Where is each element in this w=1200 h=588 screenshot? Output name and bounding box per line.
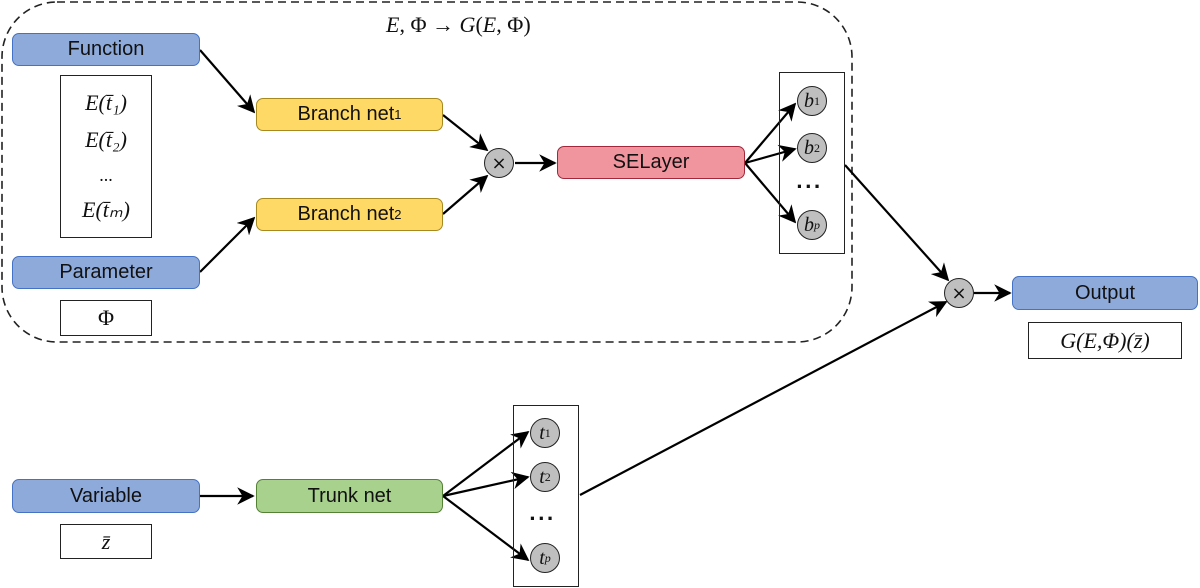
multiply-icon: ×	[491, 152, 507, 174]
caption-arrow: →	[426, 12, 460, 37]
multiply-node-branch: ×	[484, 148, 514, 178]
function-sample-ellipsis: ...	[99, 165, 113, 186]
caption-sep2: ,	[496, 12, 508, 37]
t1-symbol: t	[539, 421, 545, 444]
arrow-selayer-to-b1	[744, 102, 797, 164]
caption-paren-close: )	[523, 12, 531, 37]
t2-sub: 2	[544, 469, 551, 484]
output-label: Output	[1074, 281, 1136, 304]
branch-net-1-sub: 1	[394, 107, 402, 122]
caption-g: G	[459, 12, 476, 37]
caption-e2: E	[482, 12, 497, 37]
b2-symbol: b	[804, 136, 814, 159]
parameter-input-box[interactable]: Parameter	[12, 256, 200, 289]
branch-net-2-sub: 2	[394, 207, 402, 222]
arrow-t-column-to-output-multiply	[579, 301, 948, 496]
arrow-branch2-to-multiply	[442, 174, 489, 215]
branch-output-column	[779, 72, 845, 254]
selayer-label: SELayer	[612, 151, 690, 173]
arrow-b-column-to-output-multiply	[844, 164, 950, 282]
tp-symbol: t	[539, 546, 545, 569]
trunk-output-column	[513, 405, 579, 587]
tp-sub: p	[544, 550, 551, 565]
caption-paren-open: (	[475, 12, 483, 37]
arrow-selayer-to-bp	[744, 162, 797, 224]
multiply-icon-output: ×	[951, 282, 967, 304]
b1-symbol: b	[804, 89, 814, 112]
arrow-branch1-to-multiply	[442, 114, 489, 152]
output-box[interactable]: Output	[1012, 276, 1198, 310]
trunk-net-box[interactable]: Trunk net	[256, 479, 443, 513]
branch-output-ellipsis: ...	[796, 172, 823, 193]
branch-net-2-label: Branch net	[297, 203, 395, 225]
arrow-selayer-to-b2	[744, 144, 797, 165]
function-sample-1: E(t̄₁)	[85, 89, 127, 115]
multiply-node-output: ×	[944, 278, 974, 308]
arrow-function-to-branch1	[199, 49, 256, 114]
trunk-output-ellipsis: ...	[529, 504, 556, 525]
branch-net-1-label: Branch net	[297, 103, 395, 125]
t2-symbol: t	[539, 465, 545, 488]
function-sample-2: E(t̄₂)	[85, 126, 127, 152]
variable-value-box: z̄	[60, 524, 152, 559]
output-formula-box: G(E,Φ)(z̄)	[1028, 322, 1182, 359]
caption-e: E	[386, 12, 400, 37]
parameter-value: Φ	[97, 305, 115, 330]
arrow-parameter-to-branch2	[199, 216, 256, 273]
caption-phi2: Φ	[507, 12, 524, 37]
variable-label: Variable	[70, 484, 142, 507]
variable-input-box[interactable]: Variable	[12, 479, 200, 513]
parameter-value-box: Φ	[60, 300, 152, 336]
function-input-box[interactable]: Function	[12, 33, 200, 66]
caption-phi: Φ	[410, 12, 427, 37]
selayer-box[interactable]: SELayer	[557, 146, 745, 179]
bp-symbol: b	[804, 213, 814, 236]
group-caption: E, Φ → G(E, Φ)	[386, 12, 531, 38]
b1-sub: 1	[814, 93, 820, 108]
output-formula: G(E,Φ)(z̄)	[1060, 327, 1150, 353]
function-samples-box: E(t̄₁) E(t̄₂) ... E(t̄ₘ)	[60, 75, 152, 238]
parameter-label: Parameter	[59, 261, 153, 283]
t1-sub: 1	[544, 425, 551, 440]
trunk-net-label: Trunk net	[307, 484, 392, 507]
bp-sub: p	[814, 217, 820, 232]
b2-sub: 2	[814, 140, 820, 155]
function-sample-m: E(t̄ₘ)	[82, 197, 130, 223]
variable-value: z̄	[101, 528, 111, 554]
function-label: Function	[67, 38, 145, 60]
caption-sep: ,	[399, 12, 411, 37]
